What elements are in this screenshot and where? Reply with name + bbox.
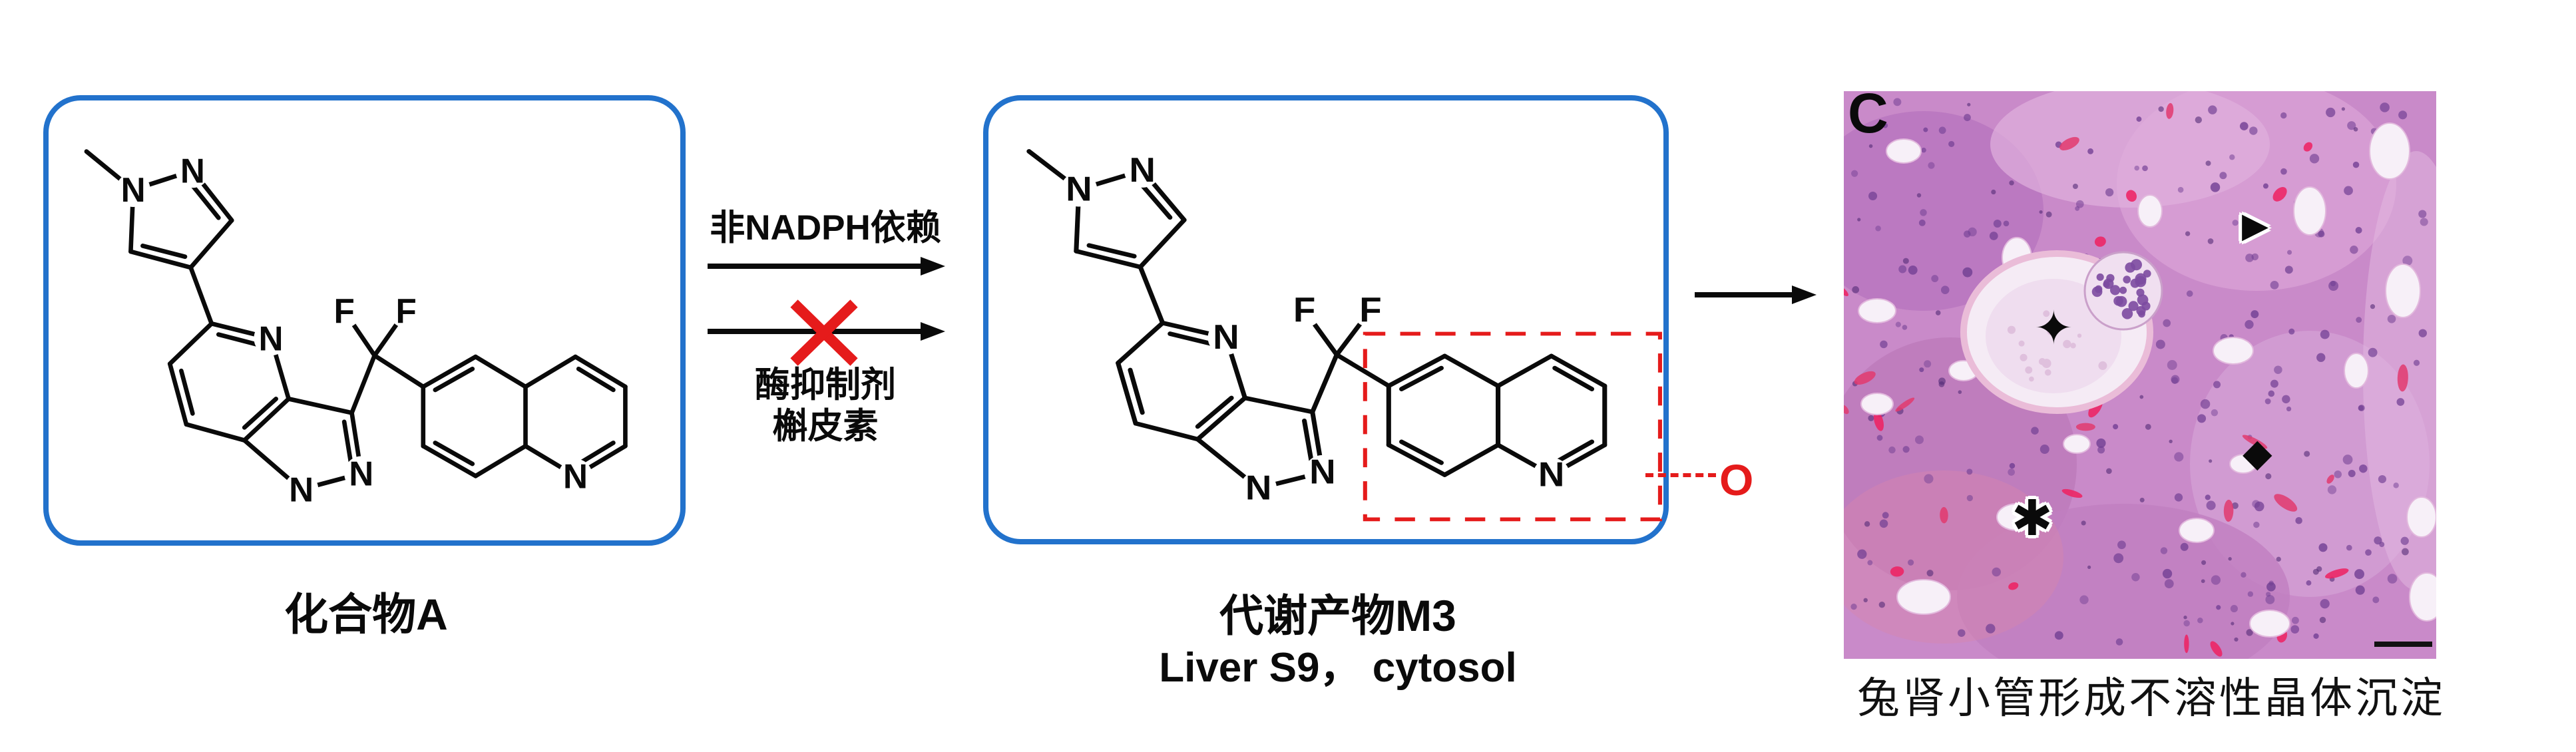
histology-caption: 兔肾小管形成不溶性晶体沉淀 — [1857, 674, 2446, 722]
fluorine-atom-label: F — [395, 291, 416, 330]
metabolite-m3-sublabel: Liver S9， cytosol — [1159, 645, 1517, 691]
nitrogen-atom-label: N — [180, 151, 205, 190]
nitrogen-atom-label: N — [1213, 319, 1239, 357]
compound-a-label: 化合物A — [284, 590, 448, 639]
arrow-inhibited — [708, 322, 945, 341]
four-point-star-marker-icon: ✦ — [2034, 302, 2073, 354]
nitrogen-atom-label: N — [1066, 170, 1092, 208]
oxygen-connector-dashed-line — [1645, 473, 1716, 477]
arrowhead-marker-icon: ▶ — [2242, 206, 2268, 245]
nitrogen-atom-label: N — [1309, 453, 1336, 491]
fluorine-atom-label: F — [333, 291, 354, 330]
nitrogen-atom-label: N — [121, 170, 146, 209]
nitrogen-atom-label: N — [563, 457, 588, 495]
arrow-non-nadph — [708, 257, 945, 276]
fluorine-atom-label: F — [1359, 291, 1381, 329]
nitrogen-atom-label: N — [1245, 469, 1272, 507]
diamond-marker-icon: ◆ — [2243, 431, 2272, 474]
nitrogen-atom-label: N — [289, 470, 314, 508]
inhibitor-label-line1: 酶抑制剂 — [755, 365, 896, 405]
arrow-to-histology — [1695, 285, 1817, 304]
nitrogen-atom-label: N — [1538, 456, 1565, 494]
reaction-arrows — [708, 257, 945, 366]
nitrogen-atom-label: N — [349, 454, 373, 492]
inhibitor-label-line2: 槲皮素 — [772, 407, 879, 446]
nitrogen-atom-label: N — [259, 319, 284, 357]
asterisk-marker-icon: ✱ — [2012, 490, 2053, 546]
panel-letter: C — [1848, 82, 1888, 144]
scale-bar — [2374, 642, 2432, 647]
nitrogen-atom-label: N — [1129, 151, 1156, 189]
histology-image — [1844, 91, 2436, 659]
quinoline-highlight-dashed-box — [1363, 331, 1662, 522]
metabolite-m3-label: 代谢产物M3 — [1219, 591, 1456, 640]
oxygen-atom-label: O — [1719, 455, 1754, 504]
reaction-condition-label: 非NADPH依赖 — [710, 208, 941, 248]
fluorine-atom-label: F — [1293, 291, 1315, 329]
red-x-icon — [790, 299, 858, 366]
